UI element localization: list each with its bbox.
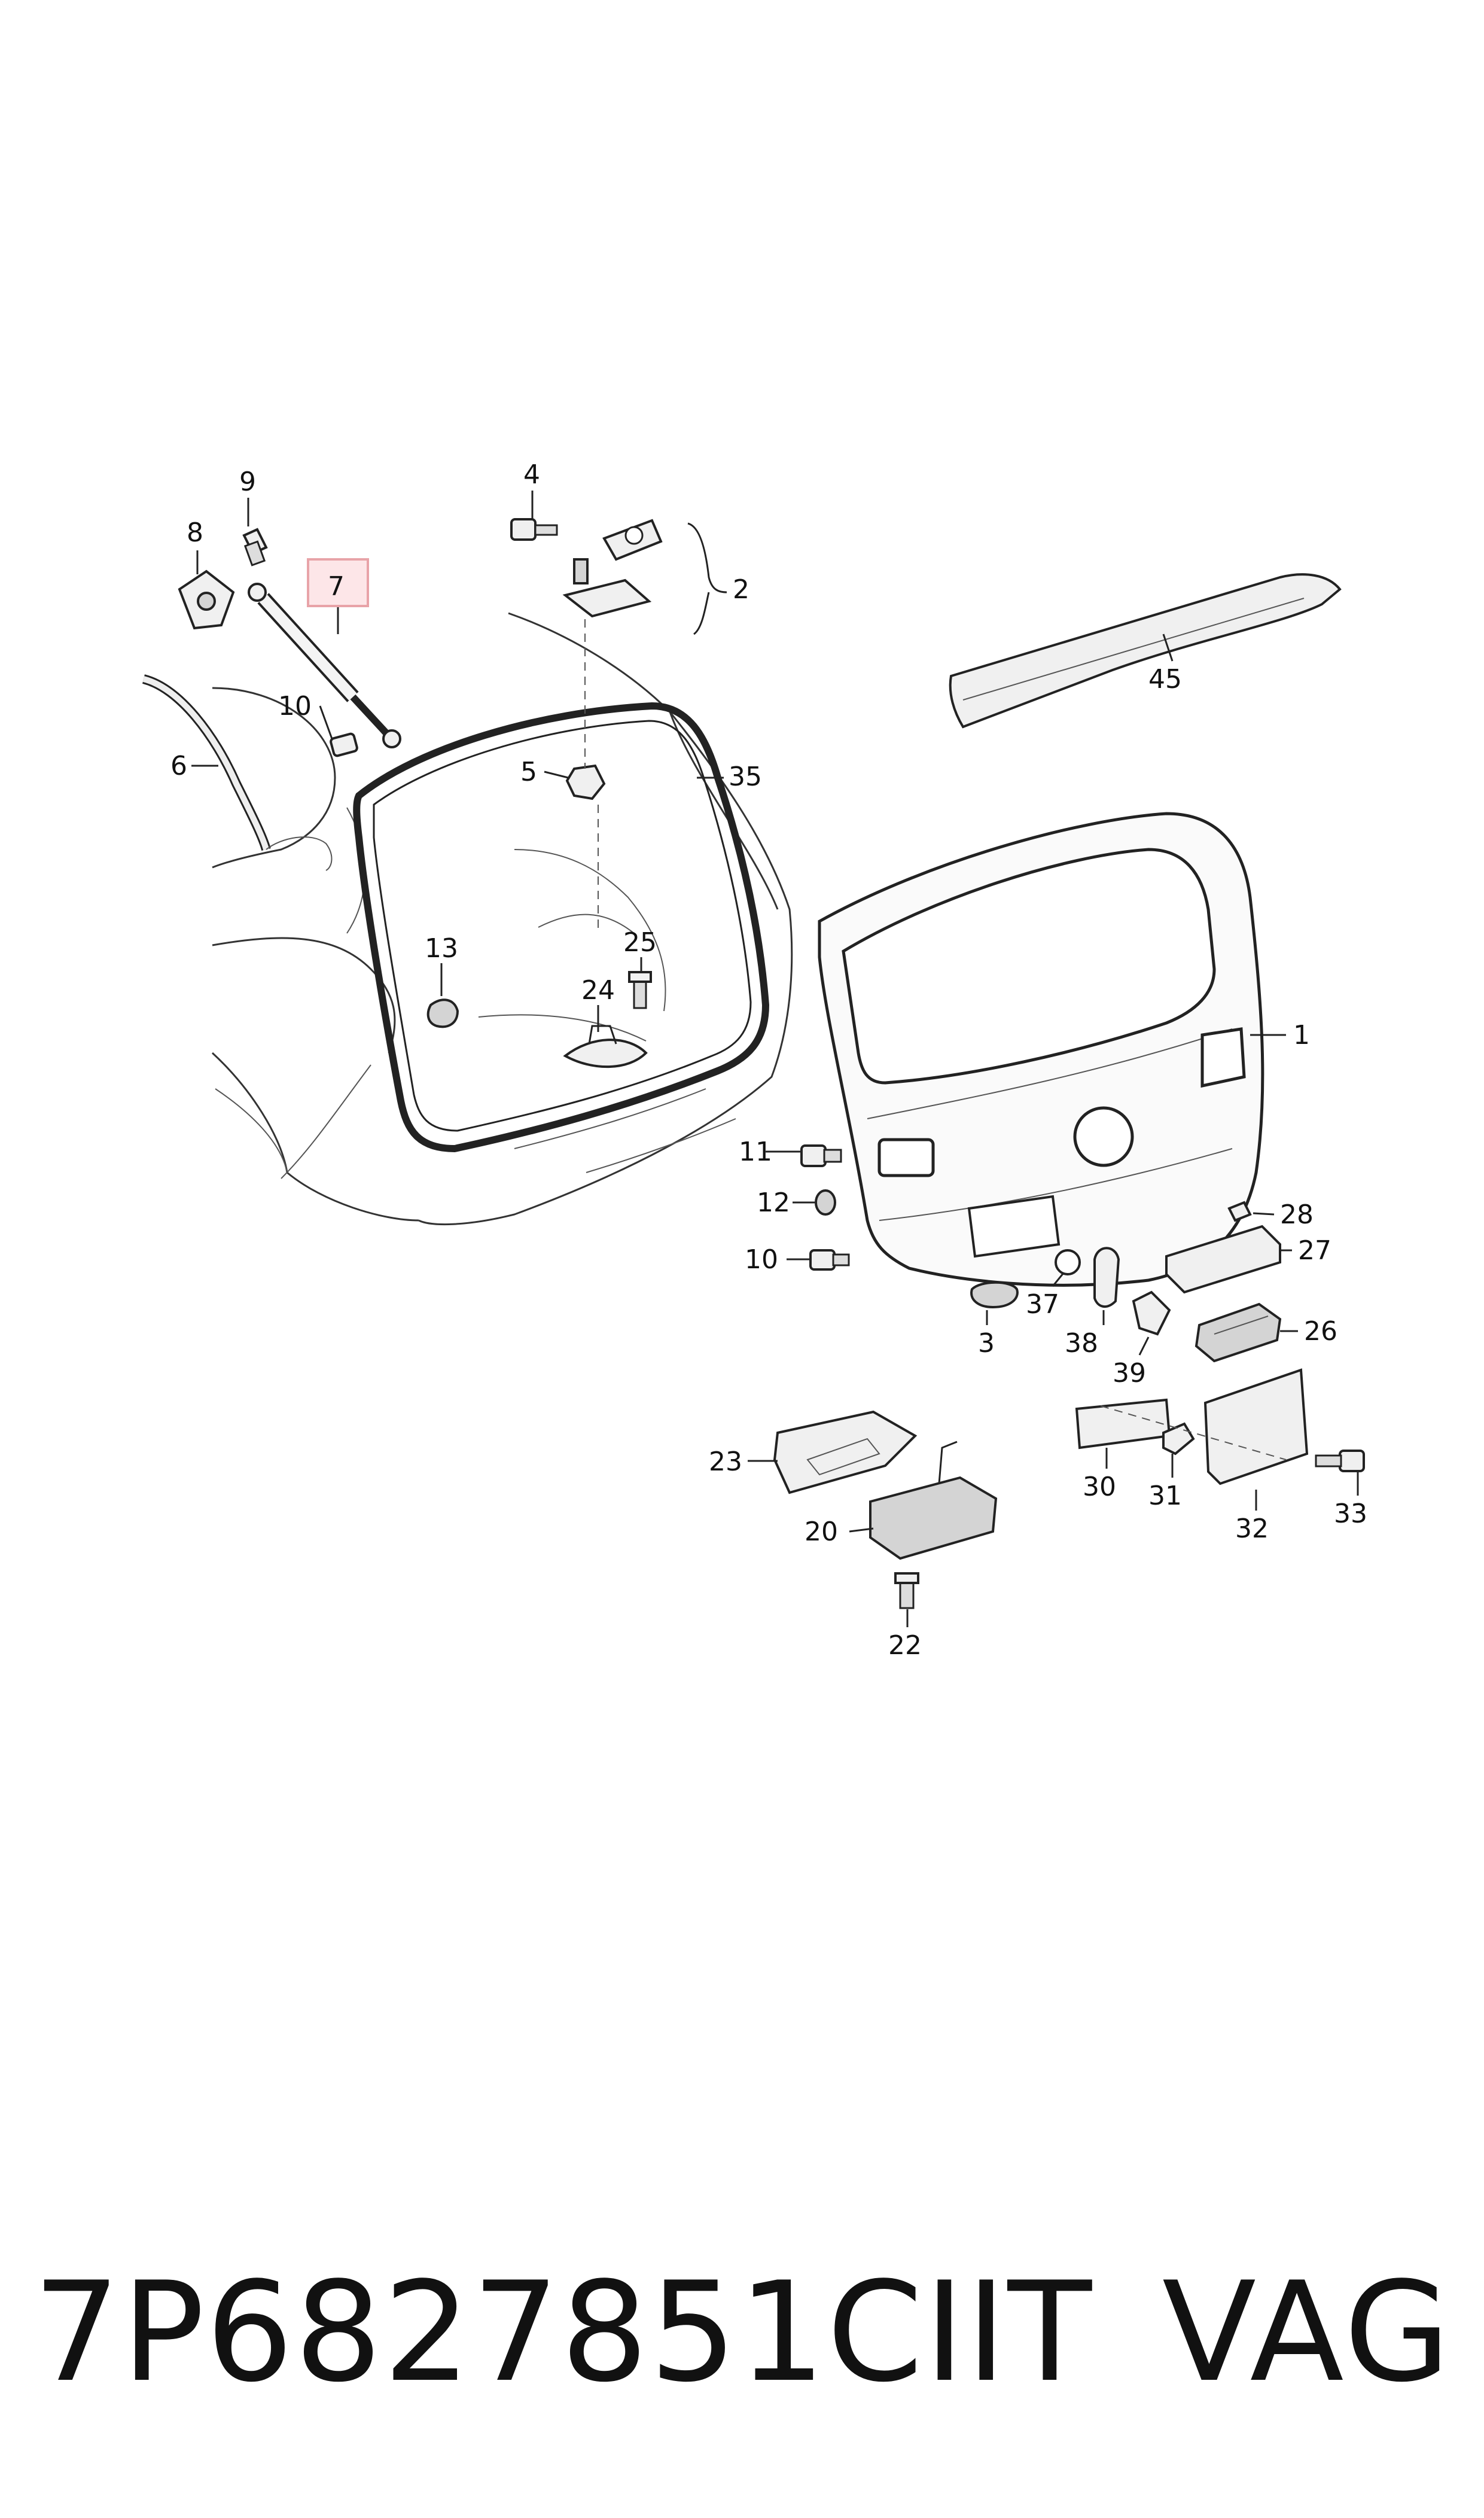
bump-stop-13: [426, 998, 459, 1028]
callout-39: 39: [1113, 1358, 1146, 1389]
exploded-parts-diagram: 9 8 7 10 6 4 2 5 35 13 25 24 1 45 11 12 …: [142, 459, 1367, 1661]
callout-4: 4: [523, 459, 540, 490]
part-number: 7P6827851CIIT: [33, 2253, 1093, 2413]
callout-26: 26: [1304, 1316, 1337, 1347]
lock-20: [869, 1476, 998, 1560]
switch-26: [1194, 1302, 1282, 1363]
plate-30: [1075, 1398, 1171, 1450]
callout-24: 24: [581, 975, 615, 1006]
callout-20: 20: [805, 1517, 838, 1547]
callout-45: 45: [1148, 664, 1182, 695]
callout-8: 8: [187, 517, 203, 548]
callout-23: 23: [709, 1447, 742, 1477]
nut-31: [1162, 1422, 1195, 1456]
cap-12: [815, 1189, 836, 1216]
callout-22: 22: [888, 1630, 922, 1661]
callout-25: 25: [623, 927, 657, 958]
callout-37: 37: [1026, 1289, 1059, 1320]
callout-5: 5: [520, 757, 537, 787]
callout-7: 7: [328, 571, 345, 602]
callout-2: 2: [733, 574, 749, 605]
spoiler: [949, 573, 1342, 729]
buffer-3: [970, 1281, 1019, 1309]
callout-10-lower: 10: [745, 1244, 778, 1275]
callout-35: 35: [729, 762, 762, 792]
leader-lines: [191, 491, 1359, 1627]
grommet-38: [1093, 1247, 1120, 1308]
cover-32: [1203, 1368, 1309, 1485]
callout-13: 13: [425, 933, 458, 964]
ball-stud-11: [800, 1144, 827, 1167]
brand-label: VAG: [1162, 2253, 1453, 2413]
callout-28: 28: [1280, 1199, 1314, 1230]
nut-5: [565, 764, 606, 800]
seal-37: [1055, 1249, 1081, 1275]
callout-30: 30: [1083, 1472, 1116, 1502]
callout-27: 27: [1298, 1235, 1331, 1266]
callout-33: 33: [1334, 1499, 1367, 1529]
callout-12: 12: [757, 1188, 790, 1218]
window-seal: [353, 702, 770, 1153]
callout-6: 6: [170, 751, 187, 781]
gas-strut: [248, 583, 401, 748]
ball-stud-10: [330, 732, 358, 757]
tailgate: [818, 812, 1264, 1287]
rod-6: [142, 674, 271, 851]
ball-stud-10-lower: [809, 1249, 836, 1271]
striker-24: [563, 1039, 648, 1068]
vehicle-body: [211, 612, 793, 1226]
bolt-4: [510, 518, 537, 541]
highlight-box: [307, 558, 369, 607]
callout-1: 1: [1293, 1020, 1310, 1051]
callout-32: 32: [1235, 1514, 1269, 1544]
screw-33: [1339, 1450, 1365, 1472]
callout-11: 11: [739, 1137, 772, 1167]
callout-10: 10: [278, 691, 312, 721]
hinge-2: [562, 519, 663, 618]
callout-3: 3: [978, 1328, 995, 1359]
sleeve-39: [1132, 1290, 1171, 1336]
callout-38: 38: [1065, 1328, 1098, 1359]
clip-28: [1227, 1201, 1252, 1222]
callout-9: 9: [239, 467, 256, 497]
callout-31: 31: [1148, 1481, 1182, 1511]
callout-labels: 9 8 7 10 6 4 2 5 35 13 25 24 1 45 11 12 …: [170, 459, 1367, 1661]
handle-27: [1165, 1225, 1281, 1294]
guide-23: [773, 1410, 918, 1494]
